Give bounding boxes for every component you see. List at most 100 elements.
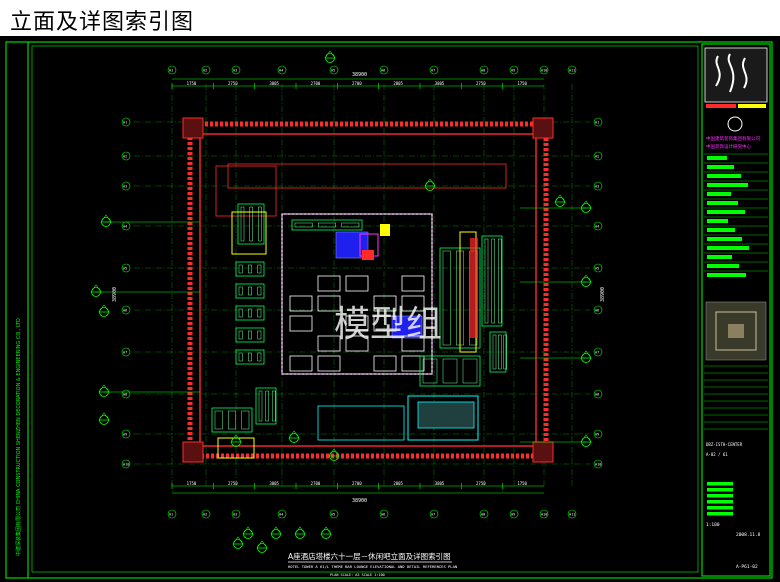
grid-label: A5 bbox=[123, 267, 127, 271]
grid-bubble bbox=[593, 263, 603, 273]
marker-arrow-icon bbox=[580, 434, 592, 443]
lounge-table bbox=[289, 295, 313, 312]
furniture-group bbox=[291, 219, 363, 231]
marker-arrow-icon bbox=[98, 304, 110, 313]
lounge-table bbox=[289, 315, 313, 332]
logo-stripe-yellow bbox=[738, 104, 766, 108]
sheet-number: A-02 / 61 bbox=[706, 452, 728, 457]
furniture-group bbox=[211, 407, 253, 433]
grid-label: A9 bbox=[511, 513, 515, 517]
grid-label: A2 bbox=[203, 513, 207, 517]
lounge-table bbox=[317, 335, 341, 352]
lounge-table bbox=[345, 335, 369, 352]
grid-label: A6 bbox=[381, 513, 385, 517]
grid-label: A7 bbox=[431, 513, 435, 517]
grid-label: A8 bbox=[123, 393, 127, 397]
furniture-piece bbox=[258, 390, 263, 422]
grid-label: A1 bbox=[595, 121, 599, 125]
furniture-piece bbox=[341, 222, 360, 228]
furniture-piece bbox=[318, 222, 336, 228]
title-block: 中国建筑装饰集团有限公司 中国装饰设计研究中心 DBZ-ISTH-CENTER … bbox=[701, 43, 771, 577]
elevation-markers bbox=[90, 50, 592, 553]
title-block-entry bbox=[707, 500, 733, 504]
grid-bubble bbox=[593, 117, 603, 127]
lounge-table bbox=[401, 275, 425, 292]
company-line: 中国建筑装饰集团有限公司 bbox=[706, 135, 760, 142]
grid-bubble bbox=[231, 65, 241, 75]
furniture-piece bbox=[238, 352, 243, 362]
lift-lobby bbox=[407, 395, 479, 441]
red-bar-back bbox=[470, 238, 478, 338]
dimension-value: 3805 bbox=[269, 81, 279, 86]
grid-bubble bbox=[167, 509, 177, 519]
grid-label: A11 bbox=[569, 69, 575, 73]
grid-label: A5 bbox=[331, 513, 335, 517]
dimension-value: 2750 bbox=[228, 81, 238, 86]
grid-bubble bbox=[593, 151, 603, 161]
marker-arrow-icon bbox=[98, 384, 110, 393]
furniture-group bbox=[235, 349, 265, 365]
grid-bubble bbox=[121, 151, 131, 161]
marker-arrow-icon bbox=[580, 274, 592, 283]
lounge-table bbox=[373, 355, 397, 372]
drawing-area-frame bbox=[31, 45, 699, 573]
grid-bubble bbox=[429, 509, 439, 519]
furniture-piece bbox=[498, 334, 502, 370]
furniture-piece bbox=[462, 358, 478, 384]
furniture-piece bbox=[257, 264, 262, 274]
marker-arrow-icon bbox=[288, 430, 300, 439]
grid-label: A5 bbox=[595, 267, 599, 271]
date-value: 2008.11.8 bbox=[736, 532, 761, 538]
lift-shafts bbox=[417, 401, 475, 429]
grid-bubble bbox=[567, 509, 577, 519]
grid-label: A3 bbox=[233, 513, 237, 517]
core-lounge bbox=[281, 213, 479, 441]
furniture-group bbox=[481, 235, 503, 327]
grid-bubble bbox=[593, 389, 603, 399]
stair-area bbox=[317, 405, 405, 441]
marker-arrow-icon bbox=[424, 178, 436, 187]
lounge-table bbox=[289, 355, 313, 372]
north-room-band bbox=[227, 163, 507, 189]
title-block-entry bbox=[707, 228, 735, 232]
grid-label: A9 bbox=[123, 433, 127, 437]
title-block-entry bbox=[707, 494, 733, 498]
grid-bubble bbox=[201, 65, 211, 75]
furniture-group bbox=[419, 355, 481, 387]
grid-bubble bbox=[593, 221, 603, 231]
dimension-value: 1750 bbox=[517, 81, 527, 86]
grid-bubble bbox=[277, 509, 287, 519]
grid-label: A7 bbox=[123, 351, 127, 355]
watermark-text: 模型组 bbox=[334, 304, 442, 345]
dimension-value: 1750 bbox=[187, 481, 197, 486]
grid-label: A4 bbox=[123, 225, 127, 229]
grid-bubble bbox=[121, 429, 131, 439]
grid-label: A1 bbox=[123, 121, 127, 125]
grid-label: A9 bbox=[511, 69, 515, 73]
marker-arrow-icon bbox=[580, 200, 592, 209]
design-center: 中国装饰设计研究中心 bbox=[706, 143, 751, 150]
furniture-piece bbox=[491, 238, 495, 324]
grid-label: A4 bbox=[279, 513, 283, 517]
grid-bubble bbox=[509, 65, 519, 75]
company-logo bbox=[704, 47, 768, 103]
grid-bubble bbox=[121, 389, 131, 399]
title-block-entry bbox=[707, 210, 745, 214]
key-plan-outline bbox=[715, 311, 757, 351]
dimension-value: 2750 bbox=[228, 481, 238, 486]
exterior-wall-red bbox=[187, 121, 549, 459]
drawing-number: A-P61-02 bbox=[736, 564, 758, 570]
corner-column-ne bbox=[532, 117, 554, 139]
marker-arrow-icon bbox=[256, 540, 268, 549]
furniture-group bbox=[235, 305, 265, 321]
grid-label: A10 bbox=[123, 463, 129, 467]
plan-title-en: HOTEL TOWER A 61/L THEME BAR LOUNGE ELEV… bbox=[288, 564, 458, 569]
title-block-entry bbox=[707, 237, 742, 241]
side-dimension-left: 38900 bbox=[112, 287, 118, 302]
title-block-entry bbox=[707, 255, 732, 259]
furniture-piece bbox=[228, 410, 236, 430]
grid-label: A11 bbox=[569, 513, 575, 517]
grid-label: A10 bbox=[595, 463, 601, 467]
grid-label: A2 bbox=[123, 155, 127, 159]
